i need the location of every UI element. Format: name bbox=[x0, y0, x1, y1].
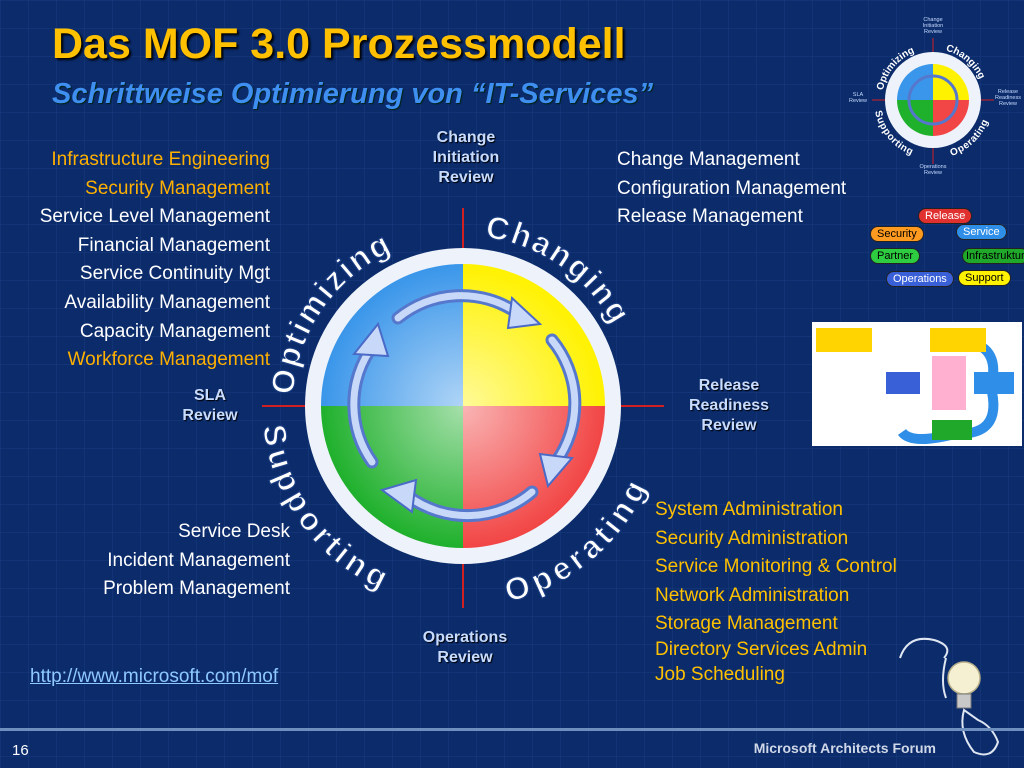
list-item: Infrastructure Engineering bbox=[51, 149, 270, 170]
changing-process-list: Change Management Configuration Manageme… bbox=[617, 146, 846, 232]
optimizing-label: Optimizing bbox=[264, 225, 397, 397]
supporting-process-list: Service Desk Incident Management Problem… bbox=[0, 518, 290, 604]
slide-subtitle: Schrittweise Optimierung von “IT-Service… bbox=[52, 78, 654, 110]
process-flow-thumbnail bbox=[812, 322, 1022, 446]
changing-label: Changing bbox=[483, 208, 639, 330]
svg-text:Supporting: Supporting bbox=[260, 422, 395, 597]
list-item: System Administration bbox=[655, 499, 843, 520]
role-pill-support: Support bbox=[958, 270, 1011, 286]
svg-text:Initiation: Initiation bbox=[923, 23, 944, 29]
list-item: Capacity Management bbox=[79, 320, 270, 342]
svg-text:Review: Review bbox=[924, 170, 942, 176]
list-item: Service Monitoring & Control bbox=[655, 556, 897, 578]
list-item: Job Scheduling bbox=[655, 663, 785, 685]
list-item: Security Management bbox=[85, 177, 270, 199]
change-initiation-review-label: Change Initiation Review bbox=[432, 129, 500, 186]
list-item: Configuration Management bbox=[617, 177, 847, 199]
svg-text:Readiness: Readiness bbox=[995, 95, 1021, 101]
list-item: Availability Management bbox=[64, 291, 270, 313]
list-item: Storage Management bbox=[655, 613, 838, 635]
svg-text:Operating: Operating bbox=[500, 473, 654, 609]
list-item: Workforce Management bbox=[67, 349, 270, 371]
mof-website-link[interactable]: http://www.microsoft.com/mof bbox=[30, 666, 279, 687]
svg-text:SLA: SLA bbox=[853, 92, 864, 98]
sla-review-label: SLA Review bbox=[182, 387, 238, 424]
operating-process-list: System Administration Security Administr… bbox=[655, 496, 897, 690]
svg-text:Review: Review bbox=[999, 101, 1017, 107]
list-item: Incident Management bbox=[107, 549, 290, 571]
list-item: Service Desk bbox=[178, 521, 290, 542]
list-item: Financial Management bbox=[77, 234, 270, 256]
svg-text:Change: Change bbox=[923, 17, 942, 23]
slide-title: Das MOF 3.0 Prozessmodell bbox=[52, 20, 626, 68]
lightbulb-hand-icon bbox=[899, 637, 1000, 756]
supporting-label: Supporting bbox=[260, 422, 395, 597]
footer-divider bbox=[0, 728, 1024, 731]
mini-mof-model: Optimizing Changing Supporting Operating… bbox=[849, 17, 1021, 176]
role-pill-partner: Partner bbox=[870, 248, 921, 264]
role-pill-service: Service bbox=[956, 224, 1007, 240]
role-pill-release: Release bbox=[918, 208, 973, 224]
svg-text:Optimizing: Optimizing bbox=[264, 225, 397, 397]
mof-process-wheel bbox=[262, 208, 664, 608]
svg-text:Review: Review bbox=[849, 98, 867, 104]
operations-review-label: Operations Review bbox=[422, 629, 508, 666]
list-item: Release Management bbox=[617, 206, 803, 228]
release-readiness-review-label: Release Readiness Review bbox=[688, 377, 770, 434]
list-item: Directory Services Admin bbox=[655, 638, 868, 660]
role-pill-operations: Operations bbox=[886, 271, 954, 287]
quadrant-labels: Optimizing Changing Supporting Operating bbox=[260, 208, 654, 610]
operating-label: Operating bbox=[500, 473, 654, 609]
role-pill-infrastructure: Infrastruktur bbox=[962, 248, 1024, 264]
page-number: 16 bbox=[12, 742, 29, 759]
svg-text:Changing: Changing bbox=[483, 208, 639, 330]
svg-text:Operations: Operations bbox=[920, 164, 947, 170]
list-item: Security Administration bbox=[655, 527, 849, 549]
svg-text:Review: Review bbox=[924, 29, 942, 35]
list-item: Change Management bbox=[617, 149, 800, 170]
list-item: Service Continuity Mgt bbox=[79, 263, 270, 285]
list-item: Network Administration bbox=[655, 584, 850, 606]
svg-text:Release: Release bbox=[998, 89, 1018, 95]
optimizing-process-list: Infrastructure Engineering Security Mana… bbox=[0, 146, 270, 375]
role-pill-security: Security bbox=[870, 226, 924, 242]
list-item: Service Level Management bbox=[39, 206, 270, 228]
list-item: Problem Management bbox=[103, 578, 290, 600]
footer-brand: Microsoft Architects Forum bbox=[753, 740, 936, 756]
